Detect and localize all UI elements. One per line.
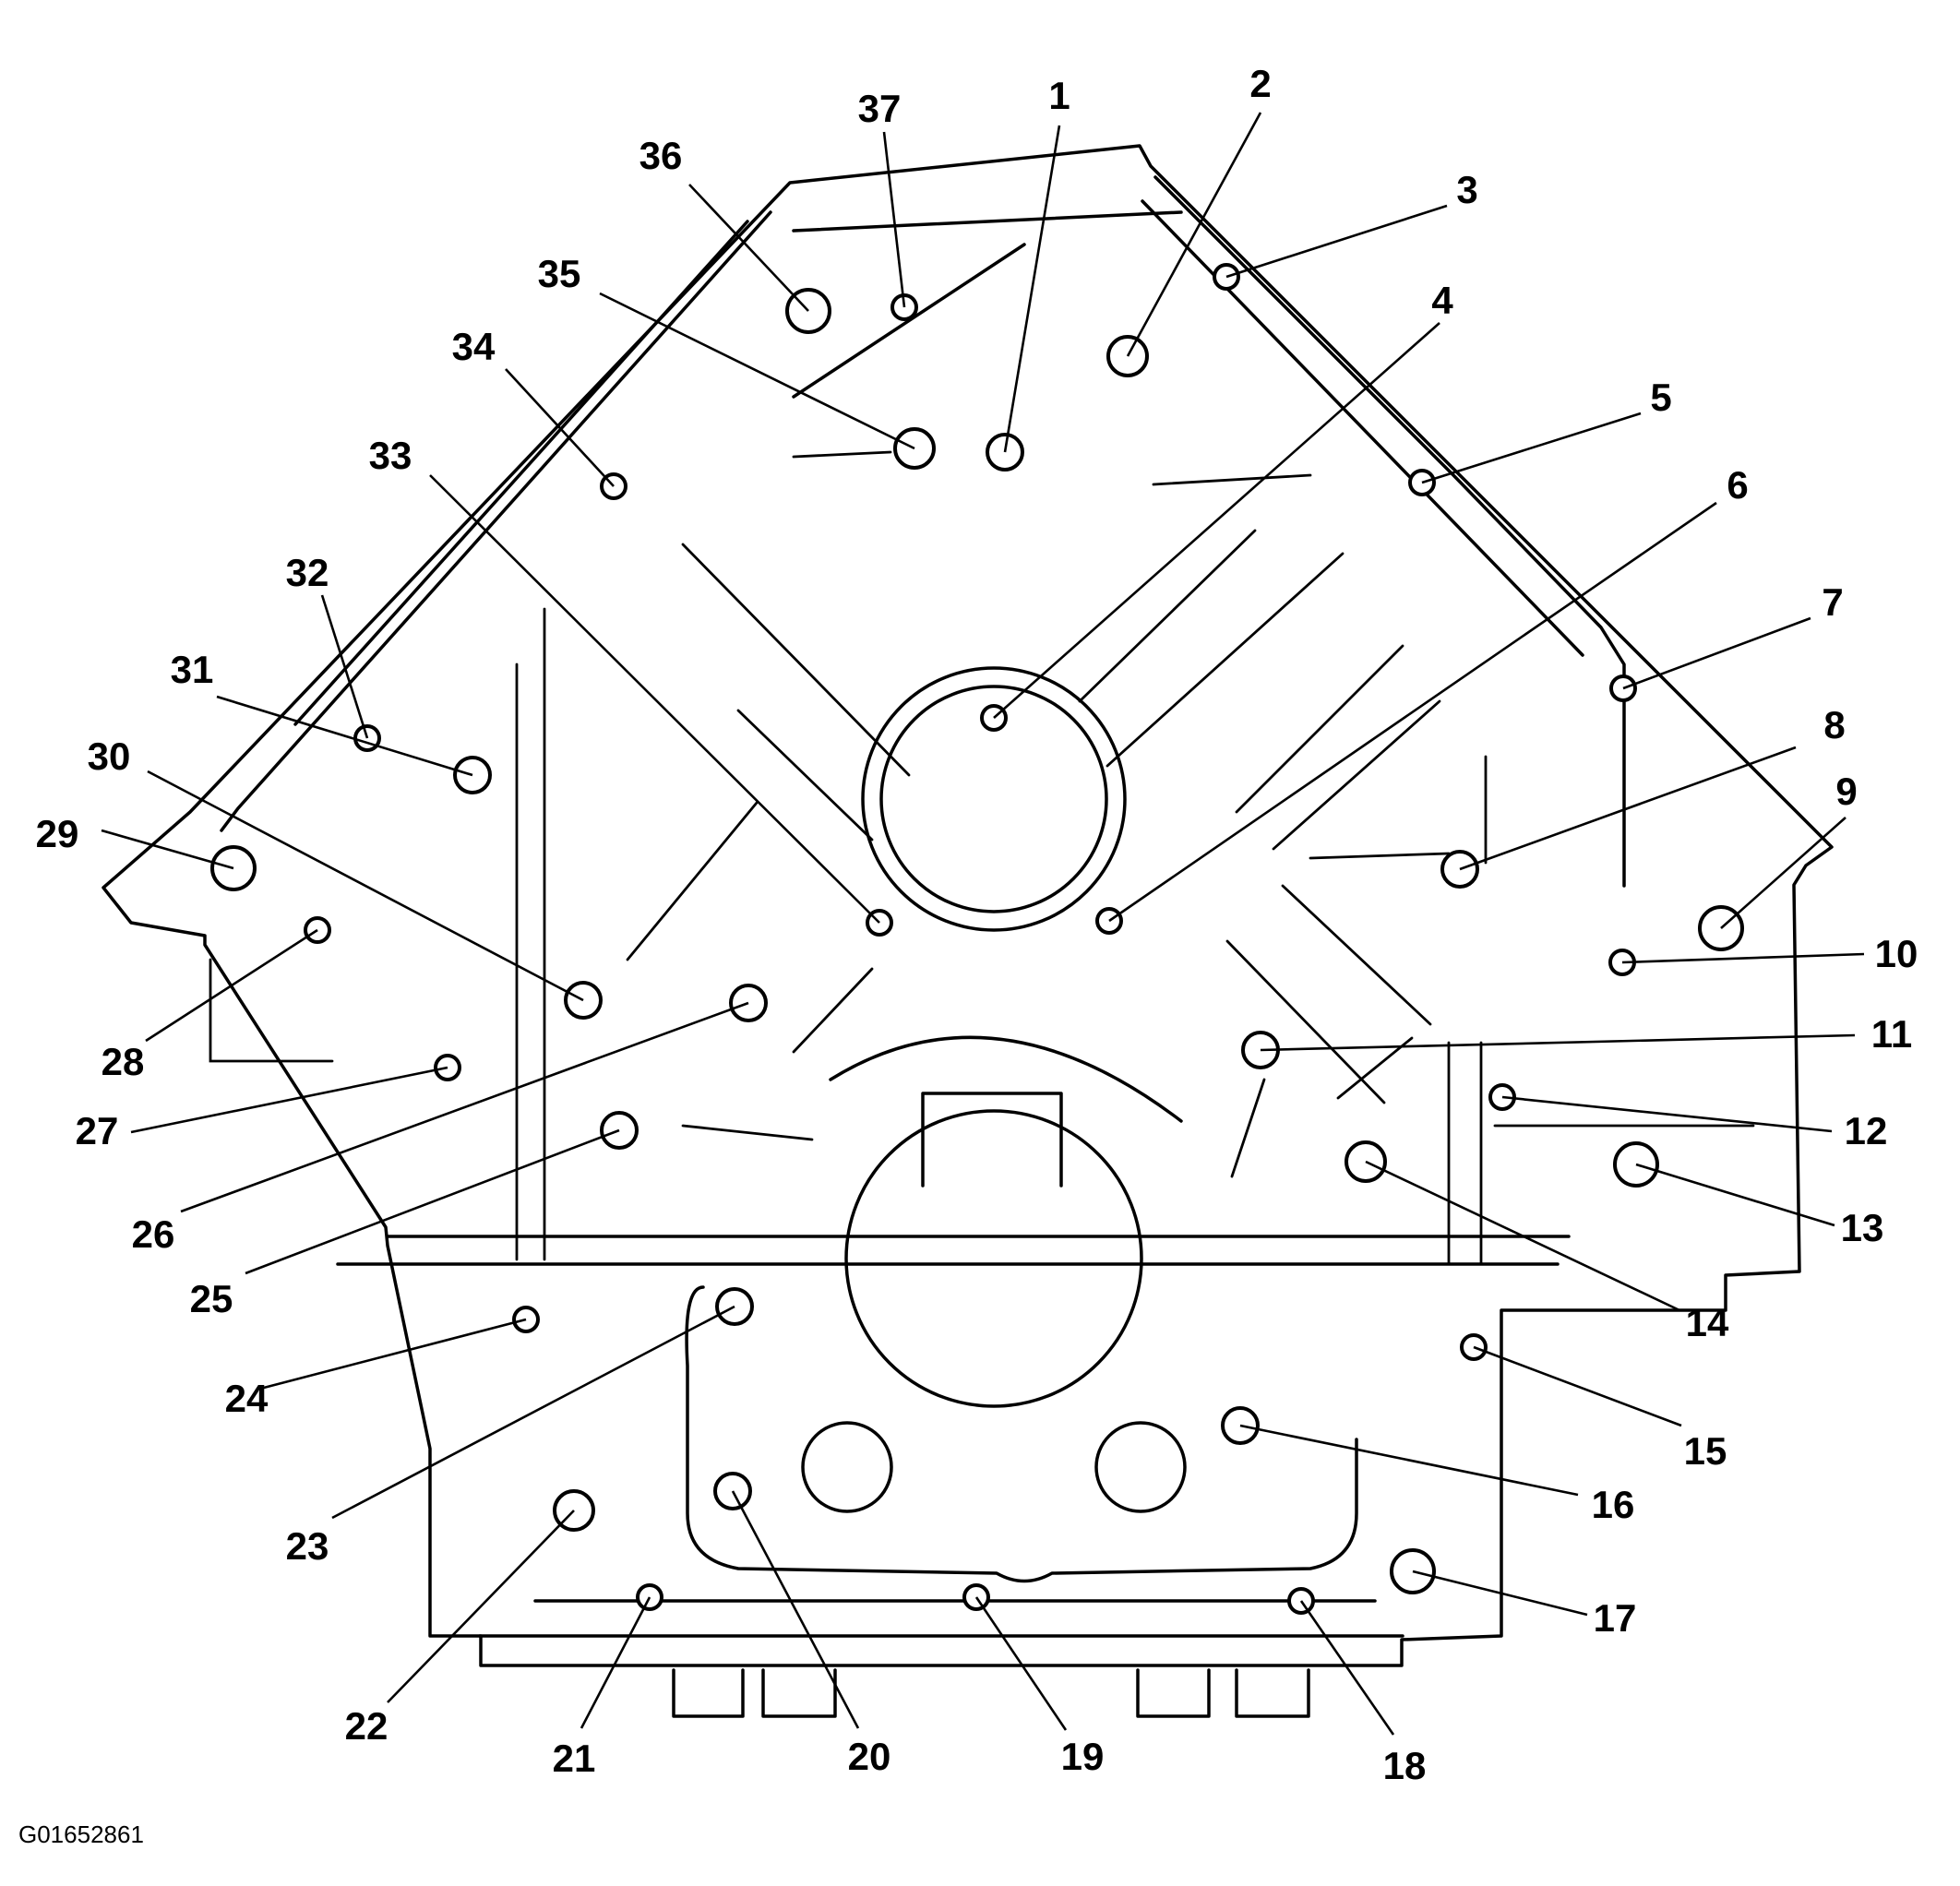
callout-9: 9 <box>1835 770 1857 813</box>
callout-16: 16 <box>1592 1483 1635 1526</box>
leader-line-26 <box>180 1001 749 1213</box>
callout-31: 31 <box>171 648 214 691</box>
callout-34: 34 <box>452 325 496 368</box>
callout-1: 1 <box>1048 74 1070 117</box>
leader-line-9 <box>1720 817 1846 929</box>
leader-line-24 <box>259 1318 527 1391</box>
callout-28: 28 <box>102 1040 145 1083</box>
leader-line-36 <box>688 184 809 312</box>
leader-line-21 <box>580 1596 651 1729</box>
callout-32: 32 <box>286 551 329 594</box>
leader-lines <box>101 112 1865 1736</box>
callout-23: 23 <box>286 1524 329 1568</box>
callout-18: 18 <box>1383 1744 1427 1787</box>
callout-35: 35 <box>538 252 581 295</box>
leader-line-7 <box>1622 616 1811 690</box>
leader-line-16 <box>1239 1424 1579 1497</box>
callout-22: 22 <box>345 1704 388 1748</box>
leader-line-12 <box>1501 1095 1833 1133</box>
leader-line-8 <box>1459 746 1797 871</box>
leader-line-6 <box>1108 501 1717 923</box>
callout-14: 14 <box>1686 1301 1729 1344</box>
callout-20: 20 <box>848 1735 891 1778</box>
callout-8: 8 <box>1823 703 1845 746</box>
leader-line-28 <box>145 928 318 1043</box>
leader-line-11 <box>1260 1033 1856 1052</box>
leader-line-13 <box>1635 1163 1835 1227</box>
callout-36: 36 <box>639 134 683 177</box>
leader-line-31 <box>216 695 473 777</box>
callout-26: 26 <box>132 1212 175 1256</box>
callout-10: 10 <box>1875 932 1918 975</box>
leader-line-5 <box>1421 412 1642 484</box>
leader-line-22 <box>387 1510 575 1703</box>
callout-6: 6 <box>1727 463 1748 507</box>
leader-line-23 <box>331 1305 735 1520</box>
leader-line-10 <box>1621 952 1865 964</box>
leader-line-17 <box>1412 1570 1588 1617</box>
callout-17: 17 <box>1594 1596 1637 1640</box>
figure-id: G01652861 <box>18 1820 144 1848</box>
leader-line-34 <box>505 368 615 487</box>
callout-5: 5 <box>1650 376 1671 419</box>
callout-33: 33 <box>369 434 412 477</box>
callout-3: 3 <box>1456 168 1477 211</box>
leader-line-3 <box>1225 204 1448 279</box>
leader-line-4 <box>993 322 1440 719</box>
callout-29: 29 <box>36 812 79 855</box>
leader-line-15 <box>1473 1345 1682 1427</box>
leader-line-29 <box>101 829 234 870</box>
callout-2: 2 <box>1249 62 1271 105</box>
block-outline <box>102 144 1834 1718</box>
leader-line-32 <box>320 594 369 739</box>
callout-37: 37 <box>858 87 902 130</box>
callout-13: 13 <box>1841 1206 1884 1249</box>
leader-line-20 <box>731 1490 860 1729</box>
leader-line-27 <box>130 1066 448 1134</box>
callout-11: 11 <box>1871 1012 1912 1056</box>
bolt-holes <box>210 263 1744 1615</box>
leader-line-35 <box>599 292 915 450</box>
leader-line-2 <box>1126 112 1262 357</box>
bolt-hole-31 <box>453 756 492 794</box>
callout-4: 4 <box>1431 279 1453 322</box>
leader-line-19 <box>974 1596 1068 1731</box>
leader-line-30 <box>147 770 584 1002</box>
leader-line-37 <box>882 131 906 308</box>
callout-19: 19 <box>1061 1735 1105 1778</box>
callout-25: 25 <box>190 1277 233 1320</box>
callout-7: 7 <box>1822 580 1843 624</box>
callout-labels: 1 2 3 4 5 6 7 8 9 10 11 12 13 14 15 16 1… <box>36 62 1918 1787</box>
callout-27: 27 <box>76 1109 119 1152</box>
callout-24: 24 <box>225 1377 269 1420</box>
leader-line-18 <box>1299 1600 1395 1736</box>
callout-30: 30 <box>88 734 131 778</box>
callout-15: 15 <box>1684 1429 1727 1473</box>
leader-line-1 <box>1003 125 1061 453</box>
callout-12: 12 <box>1845 1109 1888 1152</box>
leader-line-25 <box>245 1128 620 1275</box>
leader-line-14 <box>1365 1160 1680 1312</box>
leader-line-33 <box>429 474 880 924</box>
callout-21: 21 <box>553 1737 596 1780</box>
